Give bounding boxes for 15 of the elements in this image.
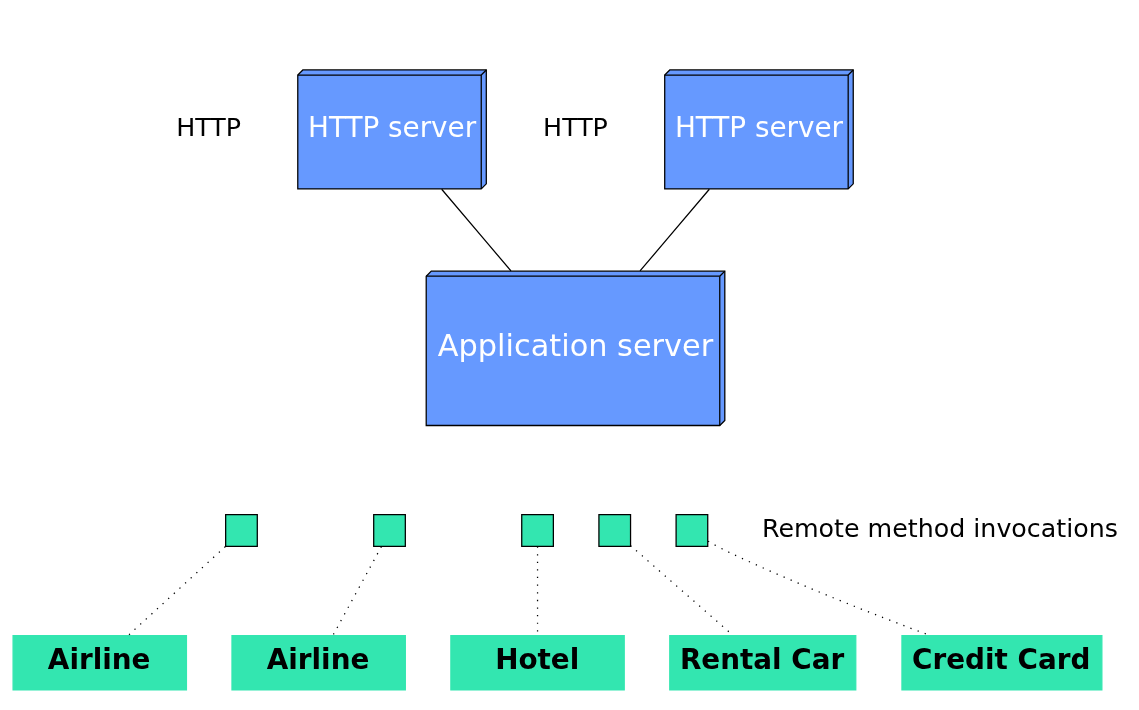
node-box	[373, 514, 406, 547]
node-box: Credit Card	[901, 634, 1103, 691]
connector	[441, 188, 512, 272]
node-box	[521, 514, 554, 547]
node-box: Hotel	[450, 634, 625, 691]
node-label: HTTP	[543, 112, 608, 142]
connector	[639, 188, 710, 272]
node-box: Airline	[231, 634, 406, 691]
node-box	[675, 514, 709, 547]
node-box	[225, 514, 258, 547]
node-box	[598, 514, 632, 547]
node-label: HTTP	[176, 112, 241, 142]
node-box: Airline	[12, 634, 188, 691]
node-box: Rental Car	[669, 634, 857, 691]
label: Remote method invocations	[761, 513, 1118, 543]
